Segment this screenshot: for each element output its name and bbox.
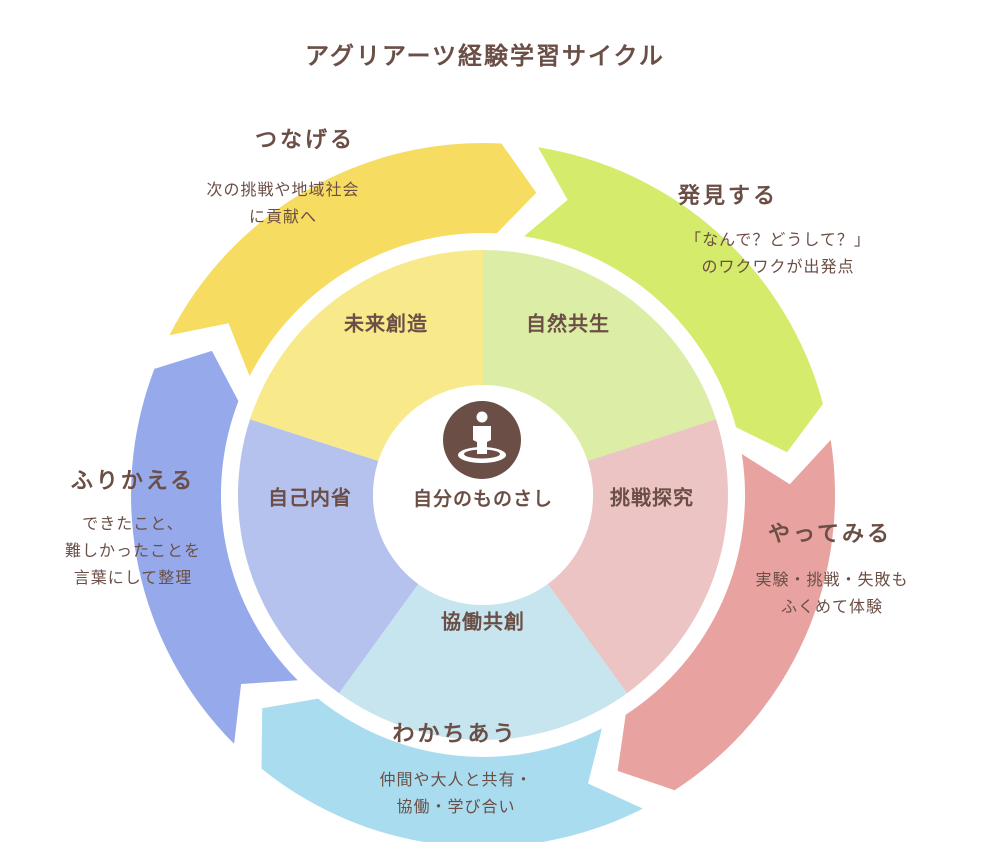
step-description: 「なんで？どうして？」のワクワクが出発点 [685, 230, 871, 276]
segment-label: 未来創造 [344, 311, 428, 336]
segment-5 [250, 250, 483, 461]
step-title: わかちあう [392, 722, 518, 747]
step-description: 実験・挑戦・失敗もふくめて体験 [755, 570, 909, 616]
segment-2 [547, 419, 728, 694]
segment-3 [339, 584, 627, 740]
segment-label: 自然共生 [526, 311, 610, 336]
step-title: つなげる [254, 128, 356, 153]
cycle-arrow-1 [524, 147, 823, 453]
cycle-arrow-4 [131, 350, 298, 744]
step-title: 発見する [677, 184, 779, 209]
cycle-arrow-5 [169, 143, 537, 377]
step-title: ふりかえる [70, 469, 196, 494]
person-on-spot-icon [443, 401, 521, 479]
diagram-title: アグリアーツ経験学習サイクル [305, 42, 665, 70]
cycle-arrow-2 [617, 439, 836, 791]
step-title: やってみる [768, 522, 892, 547]
segment-4 [238, 419, 419, 694]
step-description: できたこと、難しかったことを言葉にして整理 [64, 514, 202, 587]
step-description: 次の挑戦や地域社会に貢献へ [206, 180, 360, 226]
segment-label: 自己内省 [268, 485, 352, 510]
center-label: 自分のものさし [412, 488, 554, 510]
step-description: 仲間や大人と共有・協働・学び合い [379, 770, 533, 816]
segment-label: 協働共創 [441, 609, 525, 634]
center-circle [373, 385, 593, 605]
segment-label: 挑戦探究 [610, 485, 694, 510]
segment-1 [483, 250, 716, 461]
cycle-arrow-3 [261, 698, 643, 842]
